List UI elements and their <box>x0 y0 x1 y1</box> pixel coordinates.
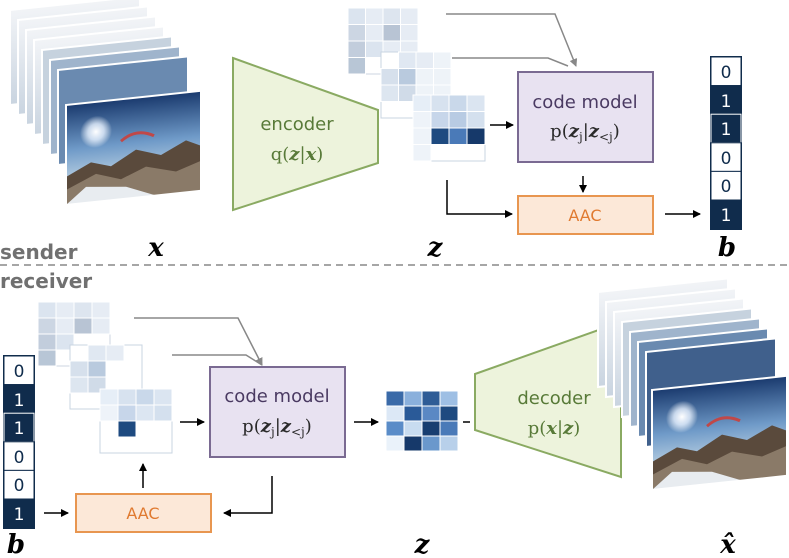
bit-cell <box>710 199 742 230</box>
bit-cell <box>3 498 35 529</box>
bit-value: 0 <box>14 476 25 496</box>
decoder-label: decoder <box>517 388 591 409</box>
code-model-box-sender <box>517 71 654 163</box>
bit-value: 0 <box>14 362 25 382</box>
code-model-label-sender: code model <box>532 92 637 113</box>
bit-value: 1 <box>721 92 732 112</box>
latent-grid-stack-receiver <box>37 301 173 454</box>
output-frame-stack <box>597 277 789 492</box>
encoder-label: encoder <box>260 114 334 135</box>
latent-symbol-z-receiver: z <box>414 530 431 558</box>
latent-grid-stack-sender <box>347 7 486 162</box>
encoder-block <box>232 56 379 212</box>
bit-value: 1 <box>721 120 732 140</box>
bit-value: 1 <box>721 206 732 226</box>
arrow-latent-to-aac <box>446 180 513 218</box>
bit-value: 1 <box>14 505 25 525</box>
aac-label-sender: AAC <box>568 206 601 225</box>
context-arrow-1 <box>446 13 578 67</box>
code-model-label-receiver: code model <box>224 386 329 407</box>
arrow-code-model-to-aac <box>223 476 273 517</box>
bit-cell <box>3 355 35 386</box>
bit-cell <box>3 412 35 443</box>
encoder-formula: q(z|x) <box>271 144 324 165</box>
bitstream-symbol-b-sender: b <box>718 233 736 263</box>
bit-value: 0 <box>721 149 732 169</box>
decoder-formula: p(x|z) <box>528 418 581 439</box>
bit-value: 1 <box>14 419 25 439</box>
context-arrow-2 <box>452 57 569 67</box>
receiver-section-label: receiver <box>0 269 92 293</box>
bit-value: 0 <box>721 63 732 83</box>
bit-value: 0 <box>721 177 732 197</box>
input-frame-stack <box>9 0 203 207</box>
bit-cell <box>710 56 742 87</box>
sender-section-label: sender <box>0 240 78 264</box>
decoder-block <box>474 320 622 479</box>
bit-value: 0 <box>14 448 25 468</box>
bit-cell <box>3 384 35 414</box>
input-symbol-x: x <box>147 233 164 263</box>
bit-cell <box>710 170 742 201</box>
code-model-box-receiver <box>209 366 346 458</box>
context-arrow-3 <box>134 317 263 366</box>
context-arrow-4 <box>172 354 263 366</box>
code-model-formula-sender: p(zj|z<j) <box>550 121 620 144</box>
bit-cell <box>710 85 742 115</box>
aac-box-receiver <box>75 493 212 533</box>
bitstream-sender: 0 1 1 0 0 1 <box>710 56 742 230</box>
output-symbol-x-hat: x̂ <box>719 530 736 558</box>
bit-cell <box>3 441 35 471</box>
aac-box-sender <box>517 195 654 235</box>
code-model-formula-receiver: p(zj|z<j) <box>242 416 312 439</box>
bit-value: 1 <box>14 391 25 411</box>
bitstream-symbol-b-receiver: b <box>7 530 25 558</box>
aac-label-receiver: AAC <box>126 504 159 523</box>
latent-symbol-z-sender: z <box>427 233 444 263</box>
latent-grid-decoded <box>385 390 459 452</box>
bitstream-receiver: 0 1 1 0 0 1 <box>3 355 35 529</box>
